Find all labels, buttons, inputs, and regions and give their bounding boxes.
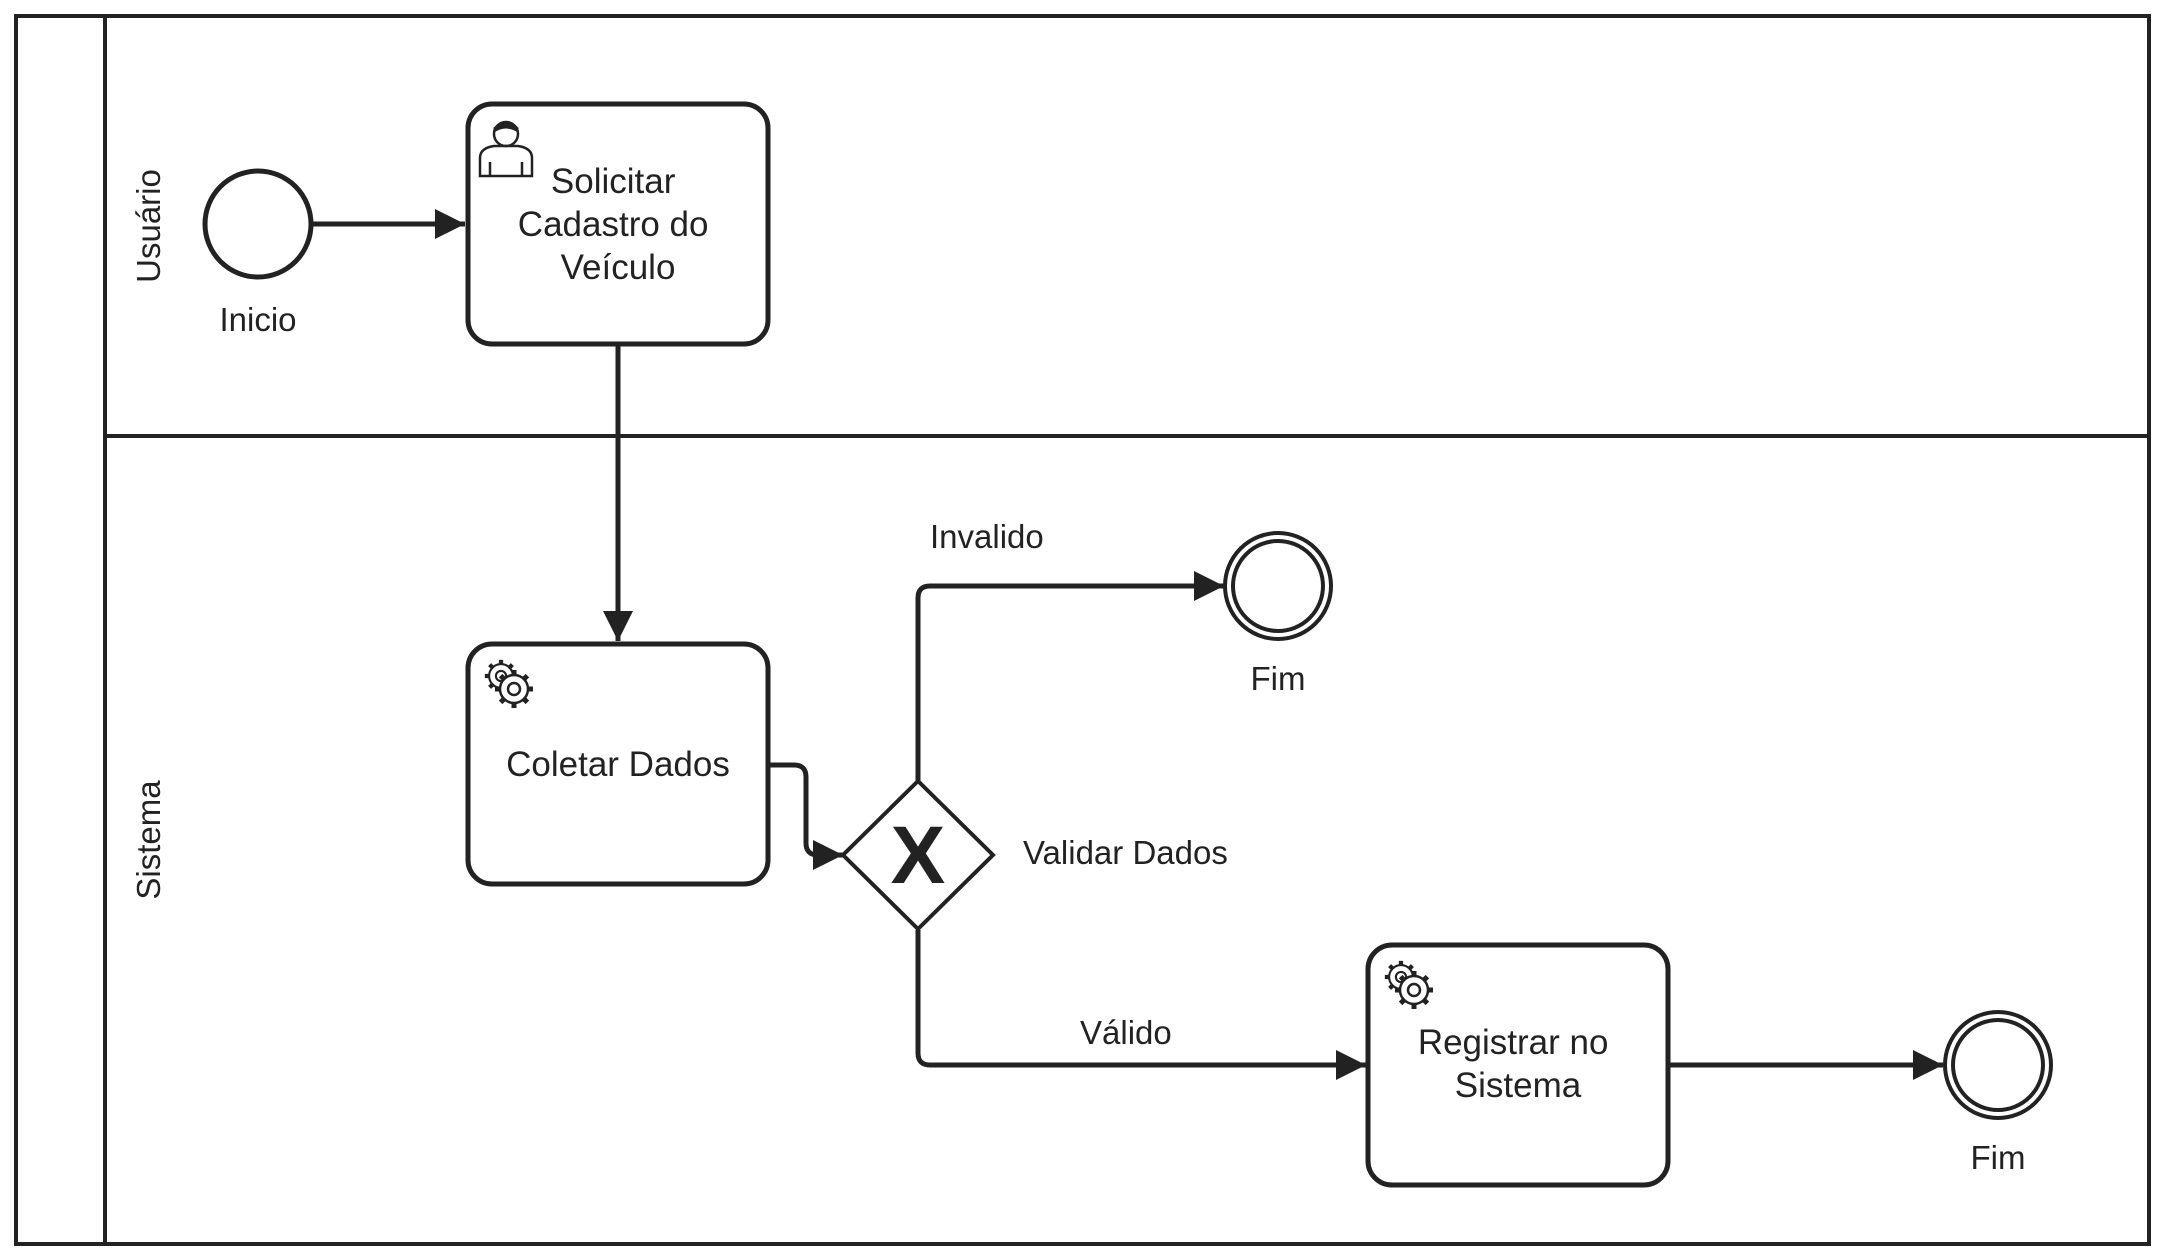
task-solicitar-label: Solicitar Cadastro do Veículo [518, 162, 718, 287]
task-solicitar-cadastro[interactable]: Solicitar Cadastro do Veículo [465, 101, 771, 347]
end-event-valid-inner [1951, 1018, 2045, 1112]
task-solicitar-box[interactable] [465, 101, 771, 347]
start-event[interactable] [202, 168, 314, 280]
gateway-diamond[interactable] [840, 778, 996, 932]
end-event-valid-label: Fim [1971, 1139, 2026, 1176]
flow-gateway-to-registrar[interactable] [915, 930, 1366, 1080]
task-registrar-label: Registrar no Sistema [1418, 1023, 1618, 1105]
flow-coletar-to-gateway[interactable] [770, 762, 843, 870]
end-event-invalid[interactable] [1223, 531, 1333, 641]
sequence-flows [313, 209, 1943, 1080]
lane-label-usuario: Usuário [130, 169, 167, 283]
task-solicitar-line-2: Cadastro do [518, 205, 709, 244]
task-registrar-sistema[interactable]: Registrar no Sistema [1365, 942, 1671, 1188]
pool-border [14, 14, 2151, 1246]
task-registrar-line-2: Sistema [1455, 1066, 1582, 1105]
task-solicitar-line-1: Solicitar [551, 162, 676, 201]
task-coletar-box[interactable] [465, 641, 771, 887]
end-event-invalid-inner [1231, 539, 1325, 633]
exclusive-gateway[interactable]: X [840, 778, 996, 932]
user-icon [478, 120, 534, 178]
flow-label-invalid: Invalido [930, 518, 1044, 555]
gateway-x-marker: X [891, 810, 946, 901]
lane-label-sistema: Sistema [130, 780, 167, 900]
flow-gateway-to-end-invalid[interactable] [915, 571, 1224, 781]
task-coletar-line-1: Coletar Dados [506, 745, 730, 784]
task-registrar-line-1: Registrar no [1418, 1023, 1609, 1062]
start-event-label: Inicio [219, 301, 296, 338]
pool [14, 14, 2151, 1246]
task-registrar-box[interactable] [1365, 942, 1671, 1188]
task-solicitar-line-3: Veículo [561, 248, 676, 287]
end-event-invalid-label: Fim [1251, 660, 1306, 697]
end-event-valid[interactable] [1943, 1010, 2053, 1120]
task-coletar-label: Coletar Dados [506, 745, 730, 784]
flow-label-valid: Válido [1080, 1014, 1172, 1051]
gateway-label: Validar Dados [1023, 834, 1228, 871]
task-coletar-dados[interactable]: Coletar Dados [465, 641, 771, 887]
